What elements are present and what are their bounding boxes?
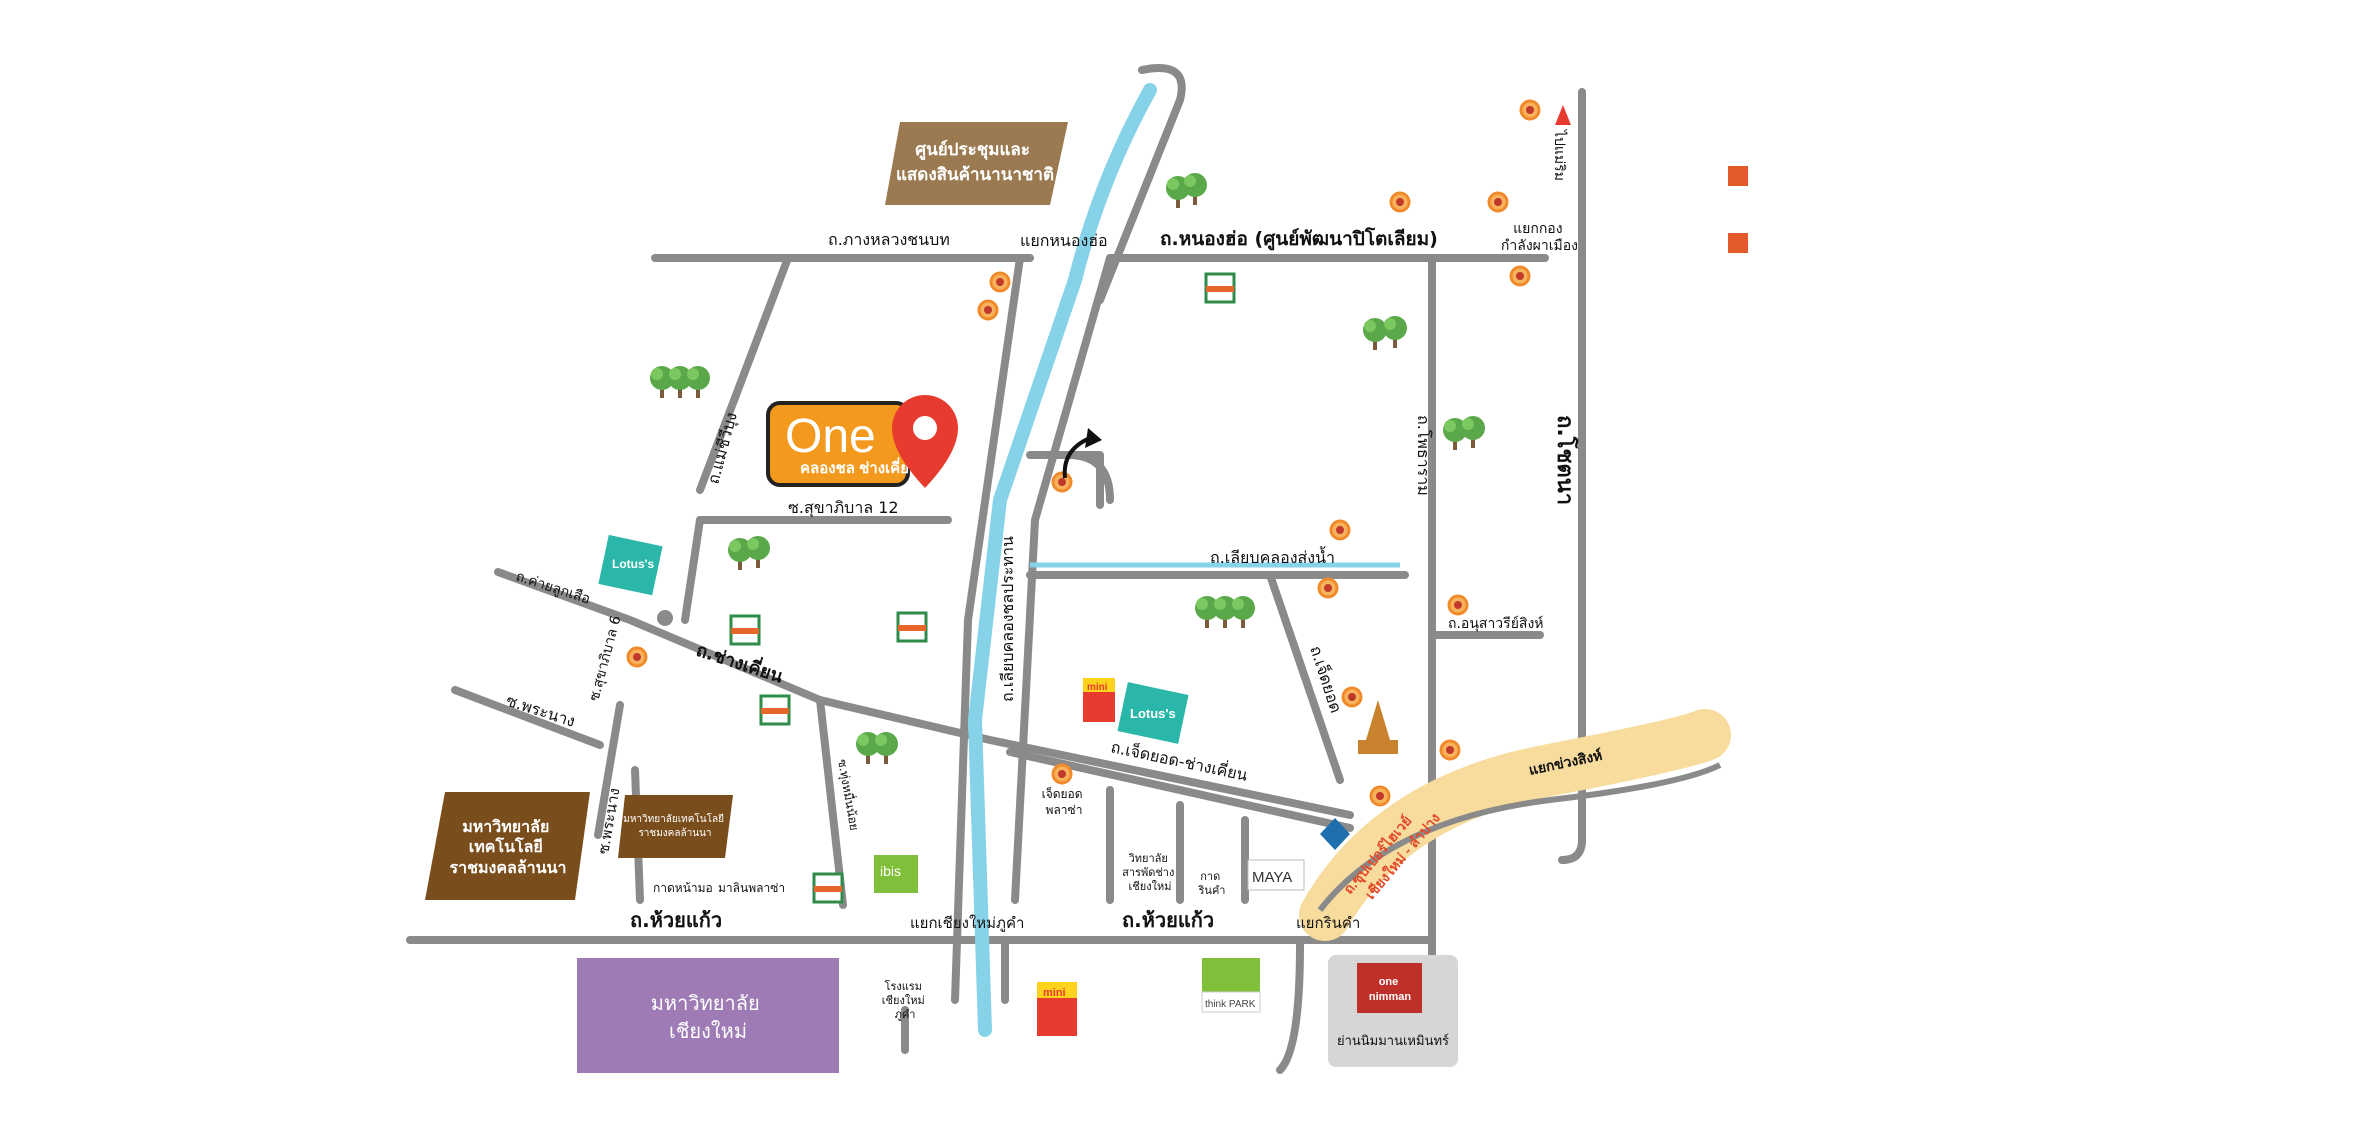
- maya-icon: MAYA: [1247, 859, 1305, 891]
- road-label: แยกหนองฮ่อ: [1020, 231, 1108, 250]
- tree-icon: [1231, 596, 1255, 628]
- ibis-icon: ibis: [874, 855, 918, 893]
- road-label: ถ.หนองฮ่อ (ศูนย์พัฒนาปิโตเลียม): [1160, 227, 1438, 251]
- svg-text:mini: mini: [1043, 987, 1066, 999]
- seven-eleven-icon: [1204, 272, 1236, 304]
- seven-eleven-icon: [896, 611, 928, 643]
- svg-text:Lotus's: Lotus's: [1130, 706, 1176, 721]
- superhighway: [1299, 709, 1731, 941]
- seven-eleven-icon: [759, 694, 791, 726]
- arrow-icon: [1555, 105, 1571, 125]
- road-label: ซ.สุขาภิบาล 6: [586, 614, 624, 703]
- poi-marker-icon: [1519, 99, 1541, 121]
- poi-marker-icon: [1329, 519, 1351, 541]
- tree-icon: [686, 366, 710, 398]
- svg-text:มหาวิทยาลัย เทคโนโลยี: มหาวิทยาลัย เทคโนโลยี ราชมงคลล้านนา: [450, 818, 567, 877]
- road-label: แยกกอง กำลังผาเมือง: [1501, 221, 1578, 254]
- one-nimman: one nimman ย่านนิมมานเหมินทร์: [1328, 955, 1458, 1067]
- canal: [967, 83, 1157, 1037]
- road-label: ถ.เลียบคลองชลประทาน: [998, 536, 1017, 702]
- poi-marker-icon: [1447, 594, 1469, 616]
- svg-text:ย่านนิมมานเหมินทร์: ย่านนิมมานเหมินทร์: [1337, 1033, 1449, 1049]
- poi-marker-icon: [1341, 686, 1363, 708]
- road-label: ถ.แม่ชีวีบุง: [704, 410, 742, 486]
- roads-layer: [406, 88, 1586, 1074]
- road-label: ถ.โพธาราม: [1414, 415, 1433, 496]
- road-label: ถ.ห้วยแก้ว: [1122, 908, 1214, 932]
- legend-marker: [1728, 166, 1748, 186]
- road-label: ซ.ทุ่งหมื่นน้อย: [834, 758, 863, 832]
- svg-text:กาดหน้ามอ: กาดหน้ามอ: [653, 881, 713, 895]
- svg-text:ibis: ibis: [880, 863, 901, 879]
- convention-center: ศูนย์ประชุมและ แสดงสินค้านานาชาติ: [885, 122, 1068, 205]
- ptt-icon: [1320, 818, 1350, 850]
- tree-icon: [1383, 316, 1407, 348]
- lotus-icon: Lotus's: [1117, 682, 1189, 744]
- road-label: ถ.ค่ายลูกเสือ: [514, 569, 592, 608]
- poi-marker-icon: [1051, 763, 1073, 785]
- svg-text:Lotus's: Lotus's: [612, 557, 655, 571]
- svg-text:มหาวิทยาลัย เชียงใหม่: มหาวิทยาลัย เชียงใหม่: [651, 993, 766, 1043]
- road-label: ถ.โชตนา: [1552, 415, 1579, 505]
- poi-marker-icon: [1317, 577, 1339, 599]
- poi-marker-icon: [626, 646, 648, 668]
- road-label: ซ.สุขาภิบาล 12: [788, 498, 899, 518]
- road-label: ไปแม่ริม: [1551, 129, 1568, 181]
- svg-text:MAYA: MAYA: [1252, 869, 1292, 886]
- think-park-icon: think PARK: [1201, 958, 1261, 1013]
- svg-text:One: One: [785, 410, 876, 463]
- place-labels: กาดหน้ามอ มาลินพลาซ่า โรงแรม เชียงใหม่ ภ…: [653, 786, 1225, 1021]
- road-label: แยกรินคำ: [1296, 914, 1360, 932]
- poi-marker-icon: [977, 299, 999, 321]
- svg-text:มาลินพลาซ่า: มาลินพลาซ่า: [718, 881, 785, 895]
- mini-c-icon: mini: [1083, 678, 1115, 722]
- mini-c-icon: mini: [1037, 982, 1077, 1036]
- tree-icon: [1183, 173, 1207, 205]
- arrow-icon: [1062, 436, 1091, 479]
- svg-text:คลองชล ช่างเคี่ยน: คลองชล ช่างเคี่ยน: [800, 457, 920, 477]
- seven-eleven-icon: [729, 614, 761, 646]
- road-label: แยกเชียงใหม่ภูคำ: [910, 914, 1024, 932]
- lotus-icon: Lotus's: [598, 534, 663, 596]
- seven-eleven-icon: [812, 872, 844, 904]
- tree-icon: [1461, 416, 1485, 448]
- road-label: ถ.ห้วยแก้ว: [630, 908, 722, 932]
- svg-text:โรงแรม เชียงใหม่ ภ: โรงแรม เชียงใหม่ ภูคำ: [882, 979, 928, 1021]
- svg-text:เจ็ดยอด พลาซ่า: เจ็ดยอด พลาซ่า: [1042, 786, 1087, 817]
- roundabout: [657, 610, 673, 626]
- poi-marker-icon: [1369, 785, 1391, 807]
- temple-icon: [1358, 700, 1398, 754]
- poi-marker-icon: [1487, 191, 1509, 213]
- poi-marker-icon: [1051, 471, 1073, 493]
- chiangmai-university: มหาวิทยาลัย เชียงใหม่: [577, 958, 839, 1073]
- svg-text:ศูนย์ประชุมและ แสดงสินค้: ศูนย์ประชุมและ แสดงสินค้านานาชาติ: [896, 139, 1054, 184]
- svg-text:mini: mini: [1087, 682, 1108, 693]
- pin-icon: [892, 395, 958, 488]
- project-logo: One คลองชล ช่างเคี่ยน: [766, 401, 920, 487]
- poi-marker-icon: [989, 271, 1011, 293]
- road-label: ถ.ภางหลวงชนบท: [828, 230, 950, 249]
- rajamangala-university: มหาวิทยาลัย เทคโนโลยี ราชมงคลล้านนา: [425, 792, 590, 900]
- svg-text:think PARK: think PARK: [1205, 999, 1256, 1010]
- poi-marker-icon: [1439, 739, 1461, 761]
- poi-marker-icon: [1389, 191, 1411, 213]
- road-label: ถ.อนุสาวรีย์สิงห์: [1448, 615, 1544, 632]
- tree-icon: [874, 732, 898, 764]
- svg-text:one nimman: one nimman: [1369, 976, 1411, 1003]
- road-label: ถ.เลียบคลองส่งน้ำ: [1210, 546, 1335, 567]
- svg-text:วิทยาลัย สารพัดช่าง: วิทยาลัย สารพัดช่าง เชียงใหม่: [1122, 852, 1178, 893]
- rajamangala-small: มหาวิทยาลัยเทคโนโลยี ราชมงคลล้านนา: [618, 795, 733, 858]
- svg-text:มหาวิทยาลัยเทคโนโลยี ราช: มหาวิทยาลัยเทคโนโลยี ราชมงคลล้านนา: [623, 812, 727, 839]
- poi-marker-icon: [1509, 265, 1531, 287]
- tree-icon: [746, 536, 770, 568]
- legend-marker: [1728, 233, 1748, 253]
- tree-icon: [1363, 318, 1387, 350]
- svg-text:กาด รินคำ: กาด รินคำ: [1197, 870, 1225, 897]
